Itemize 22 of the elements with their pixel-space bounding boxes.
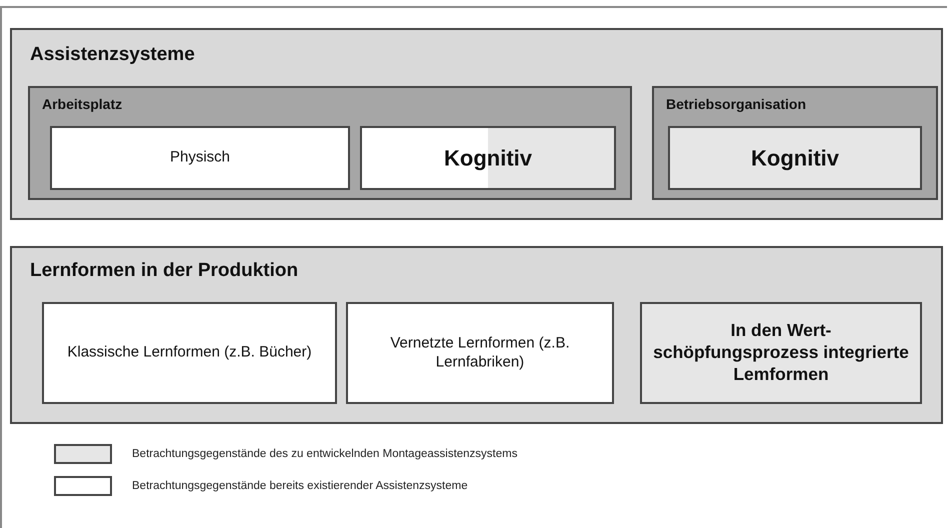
group-panel [28,86,632,200]
topic-box [50,126,350,190]
topic-label: In den Wert- schöpfungsprozess integrierte Lemformen [652,320,910,386]
legend-text: Betrachtungsgegenstände bereits existierender Assistenzsysteme [132,480,468,492]
group-panel [10,28,943,220]
topic-label: Klassische Lernformen (z.B. Bücher) [66,344,313,362]
legend-text: Betrachtungsgegenstände des zu entwickelnden Montageassistenzsystems [132,448,518,460]
topic-box [42,302,337,404]
topic-label: Kognitiv [443,144,533,172]
group-heading: Assistenzsysteme [30,44,195,66]
topic-box [346,302,614,404]
topic-label: Vernetzte Lernformen (z.B. Lernfabriken) [389,334,571,372]
group-heading: Arbeitsplatz [42,96,122,112]
topic-box [668,126,922,190]
topic-label: Kognitiv [750,144,840,172]
topic-box [640,302,922,404]
topic-label: Physisch [168,148,232,168]
group-panel [652,86,938,200]
topic-box [360,126,616,190]
group-heading: Betriebsorganisation [666,96,806,112]
group-panel [10,246,943,424]
group-heading: Lernformen in der Produktion [30,260,298,282]
